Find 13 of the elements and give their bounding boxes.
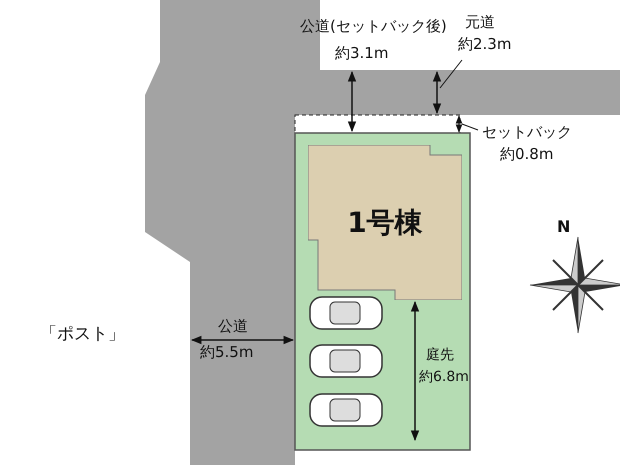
road-label: セットバック	[482, 124, 572, 140]
road-label: 元道	[465, 14, 495, 30]
dimension-label: 約2.3m	[458, 36, 512, 52]
road-label: 公道(セットバック後)	[300, 18, 447, 34]
dimension-label: 約3.1m	[335, 45, 388, 62]
dimension-label: 約0.8m	[500, 146, 554, 162]
road-label: 庭先	[426, 348, 454, 364]
north-label: N	[557, 218, 570, 236]
building-label: 1号棟	[308, 145, 462, 300]
dimension-label: 約6.8m	[419, 370, 469, 386]
dimension-label: 約5.5m	[200, 344, 254, 360]
road-label: 公道	[218, 318, 248, 334]
note-text: 「ポスト」	[40, 325, 125, 344]
